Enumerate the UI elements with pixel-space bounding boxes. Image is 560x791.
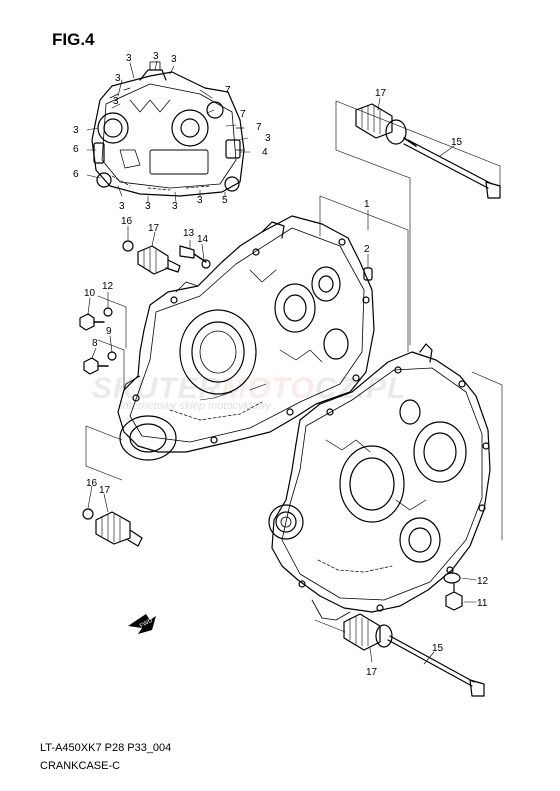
- callout-7: 7: [240, 109, 246, 120]
- callout-3: 3: [145, 201, 151, 212]
- figure-title: FIG.4: [52, 30, 95, 49]
- bolt-8: [83, 351, 117, 375]
- callout-3: 3: [126, 53, 132, 64]
- callout-9: 9: [106, 326, 112, 337]
- bearing-17-lower: [343, 613, 393, 651]
- callout-7: 7: [256, 122, 262, 133]
- callout-leaders: [87, 97, 477, 665]
- callout-3: 3: [73, 125, 79, 136]
- callout-3: 3: [172, 201, 178, 212]
- fwd-arrow: [128, 614, 156, 634]
- callout-12: 12: [477, 576, 489, 587]
- callout-16: 16: [121, 216, 133, 227]
- callout-15: 15: [451, 137, 463, 148]
- bolt-15-upper: [403, 139, 501, 199]
- callout-4: 4: [262, 147, 268, 158]
- callout-3: 3: [197, 195, 203, 206]
- watermark-tagline: internetowy sklep motocyklowy: [120, 400, 272, 412]
- inset-leaders: [86, 60, 251, 203]
- bearing-17-left-lower: [82, 508, 143, 547]
- callout-17: 17: [148, 223, 160, 234]
- footer-caption: CRANKCASE-C: [40, 760, 121, 772]
- callout-5: 5: [222, 195, 228, 206]
- stud-13: [179, 245, 211, 269]
- callout-3: 3: [171, 54, 177, 65]
- callout-3: 3: [115, 73, 121, 84]
- bearing-17-upper: [355, 103, 417, 147]
- callout-16: 16: [86, 478, 98, 489]
- washer-12: [443, 572, 461, 584]
- callout-17: 17: [366, 667, 378, 678]
- callout-13: 13: [183, 228, 195, 239]
- callout-8: 8: [92, 338, 98, 349]
- callout-7: 7: [225, 85, 231, 96]
- bolt-11: [445, 583, 463, 611]
- callout-3: 3: [113, 96, 119, 107]
- bearing-17-left-upper: [122, 240, 181, 275]
- callout-1: 1: [364, 199, 370, 210]
- callout-3: 3: [119, 201, 125, 212]
- callout-17: 17: [375, 88, 387, 99]
- callout-2: 2: [364, 244, 370, 255]
- bolt-15-lower: [387, 635, 485, 697]
- callout-3: 3: [265, 133, 271, 144]
- callout-15: 15: [432, 643, 444, 654]
- crankcase-right-half: [268, 343, 491, 621]
- callout-10: 10: [84, 288, 96, 299]
- callout-6: 6: [73, 169, 79, 180]
- callout-14: 14: [197, 234, 209, 245]
- footer-code: LT-A450XK7 P28 P33_004: [40, 742, 172, 754]
- bracket-lines: [85, 100, 503, 633]
- callout-12: 12: [102, 281, 114, 292]
- crankcase-left-half: [117, 215, 375, 461]
- callout-17: 17: [99, 485, 111, 496]
- callout-11: 11: [477, 598, 488, 609]
- callout-6: 6: [73, 144, 79, 155]
- crankcase-inner-inset: [91, 61, 245, 197]
- callout-3: 3: [153, 51, 159, 62]
- callout-numbers: 3 3 3 3 3 7 3 6 6 7 7 3 4 3 3 3 3 5 17 1…: [73, 51, 489, 678]
